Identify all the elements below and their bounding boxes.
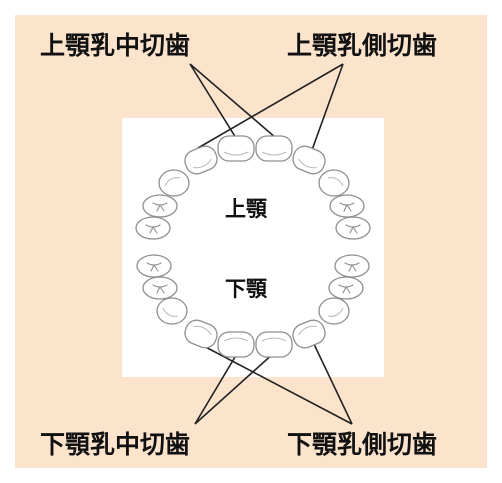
dental-arch-panel bbox=[122, 118, 384, 377]
lower-first-molar-left bbox=[142, 276, 178, 300]
label-lower-lateral-incisor: 下顎乳側切歯 bbox=[287, 430, 438, 459]
lower-second-molar-right bbox=[334, 254, 370, 278]
lower-lateral-incisor-right bbox=[292, 319, 326, 349]
upper-central-incisor-right bbox=[255, 135, 293, 162]
upper-second-molar-left bbox=[135, 216, 171, 240]
label-upper-jaw: 上顎 bbox=[225, 197, 267, 221]
lower-central-incisor-right bbox=[255, 331, 293, 358]
lower-lateral-incisor-left bbox=[184, 319, 218, 349]
pointer-lower-central-left bbox=[194, 351, 239, 425]
upper-lateral-incisor-left bbox=[184, 145, 218, 175]
label-upper-central-incisor: 上顎乳中切歯 bbox=[40, 31, 191, 60]
upper-canine-right bbox=[318, 169, 350, 197]
pointer-upper-lateral-right bbox=[311, 63, 344, 151]
upper-second-molar-right bbox=[335, 216, 371, 240]
upper-first-molar-right bbox=[329, 194, 365, 218]
pointer-lower-central-right bbox=[194, 351, 276, 425]
upper-lateral-incisor-right bbox=[292, 145, 326, 175]
lower-second-molar-left bbox=[136, 254, 172, 278]
label-upper-lateral-incisor: 上顎乳側切歯 bbox=[287, 31, 438, 60]
pointer-lower-lateral-right bbox=[312, 341, 353, 425]
lower-first-molar-right bbox=[328, 276, 364, 300]
label-lower-central-incisor: 下顎乳中切歯 bbox=[40, 430, 191, 459]
lower-canine-right bbox=[318, 297, 350, 325]
pointer-lower-lateral-left bbox=[195, 341, 353, 425]
pointer-upper-central-right bbox=[189, 63, 277, 139]
upper-first-molar-left bbox=[142, 194, 178, 218]
upper-central-incisor-left bbox=[217, 135, 255, 162]
upper-canine-left bbox=[158, 169, 190, 197]
lower-central-incisor-left bbox=[217, 331, 255, 358]
label-lower-jaw: 下顎 bbox=[225, 277, 267, 301]
pointer-upper-lateral-left bbox=[197, 63, 344, 149]
upper-arch bbox=[135, 135, 371, 240]
pointer-upper-central-left bbox=[189, 63, 237, 139]
pointer-lines bbox=[189, 63, 353, 425]
lower-canine-left bbox=[156, 297, 188, 325]
lower-arch bbox=[136, 254, 370, 358]
